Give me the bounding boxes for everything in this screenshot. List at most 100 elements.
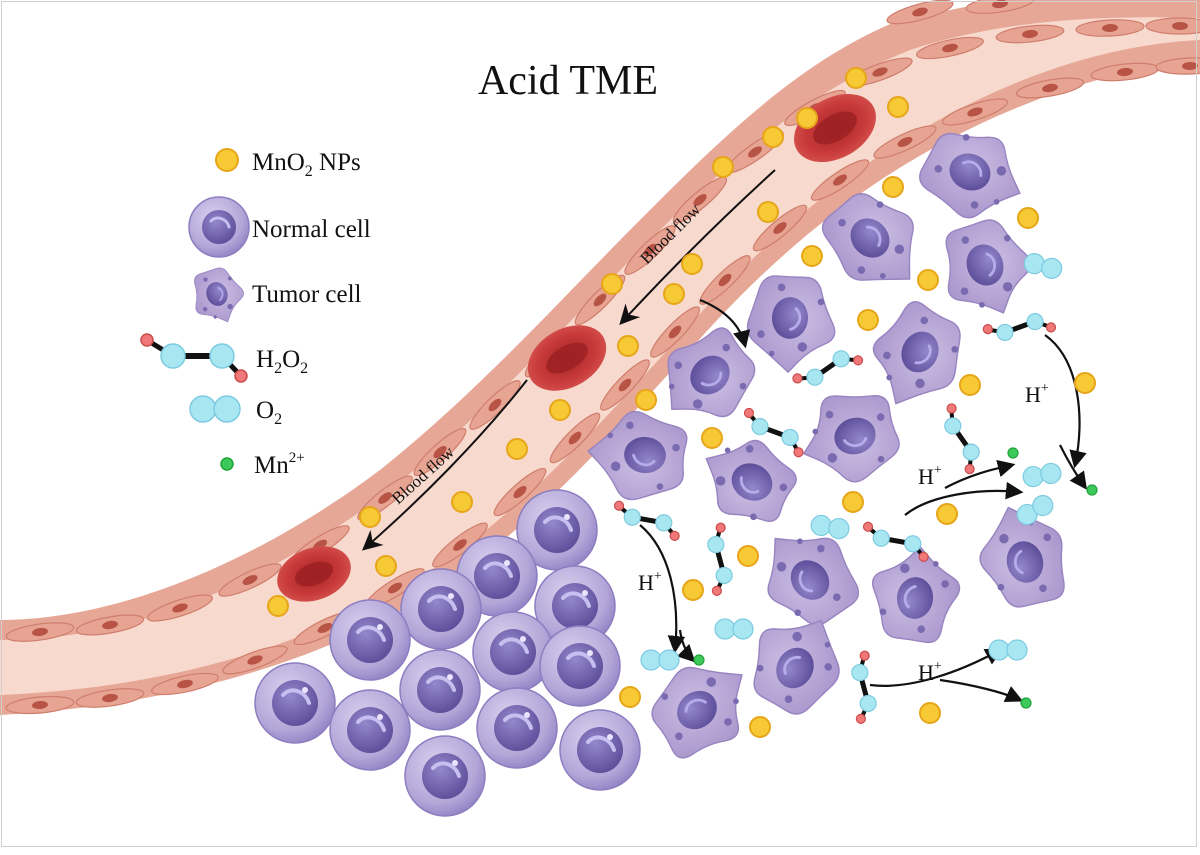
endothelial-cell [672,176,728,224]
reaction-arrows [639,298,1088,703]
reaction-arrow [1059,444,1088,490]
mno2-particle [801,245,823,267]
proton-label: H+ [918,659,942,685]
o2-molecule [640,649,680,671]
h2o2-molecule-icon [140,333,248,383]
mno2-particle-icon [215,148,239,172]
mno2-particle [919,702,941,724]
mno2-particle [845,67,867,89]
reaction-arrow [676,629,696,663]
proton-charge: + [654,569,662,584]
endothelial-cell [218,563,282,597]
mno2-particle [762,126,784,148]
o2-molecule [1016,494,1054,526]
endothelial-cell [75,614,145,636]
proton-symbol: H [918,464,934,489]
tumor-cell [753,619,840,715]
mno2-particle [882,176,904,198]
normal-cell [539,625,621,707]
legend-label-mn: Mn2+ [254,450,305,479]
h2o2-molecule [792,350,864,386]
tumor-cell [979,506,1065,608]
h2o2-molecule [862,521,929,562]
diagram-title: Acid TME [478,58,658,104]
proton-symbol: H [918,660,934,685]
normal-cell [559,709,641,791]
endothelial-cell [1155,57,1200,75]
legend-label-tumor: Tumor cell [252,281,362,308]
tumor-cell [587,410,688,501]
endothelial-cell [151,672,219,696]
o2-molecule [810,514,850,540]
h2o2-molecule [613,500,680,541]
mn-ion [1086,484,1098,496]
endothelial-cell [5,622,75,642]
endothelial-cell [222,645,288,675]
normal-cell [254,662,336,744]
tumor-cell [821,193,914,281]
endothelial-cell [1075,19,1145,37]
reaction-arrow [904,481,1024,516]
mno2-particle [1074,372,1096,394]
mno2-particle [842,491,864,513]
endothelial-cell [873,125,937,159]
endothelial-cell [549,412,601,464]
mno2-particle [712,156,734,178]
h2o2-molecule [982,312,1057,342]
reaction-arrow [944,459,1016,489]
reaction-arrow [699,298,751,349]
normal-cell-icon [188,196,250,258]
tumor-cell [945,219,1032,314]
mno2-particle [635,389,657,411]
endothelial-cell [146,594,214,622]
mno2-particle [857,309,879,331]
mn-ion [693,654,705,666]
endothelial-cell [493,467,547,517]
mno2-particle [359,506,381,528]
legend-item-mn: Mn2+ [220,450,305,479]
tumor-cell [919,132,1021,219]
o2-molecule-icon [189,395,241,423]
tumor-cell [767,537,860,626]
endothelial-cell [916,36,984,60]
proton-symbol: H [638,570,654,595]
proton-label: H+ [638,569,662,595]
h2o2-molecule [707,522,733,596]
molecules [613,253,1098,724]
blood-flow-arrow-upper [619,169,776,325]
endothelial-cell [624,225,676,275]
endothelial-cell [650,306,700,358]
mno2-particle [549,399,571,421]
mno2-particle [663,283,685,305]
tumor-cell-shape [194,267,244,323]
mno2-particles [267,67,1096,738]
endothelial-cell [413,427,467,477]
legend-item-mno2: MnO2 NPs [215,148,361,180]
reaction-arrow [1044,334,1087,469]
h2o2-molecule [944,403,980,475]
red-blood-cell [277,546,351,602]
mno2-particle [887,96,909,118]
legend-label-normal: Normal cell [252,216,371,243]
h2o2-molecule [851,650,877,724]
red-blood-cell [527,325,607,391]
mno2-particle [701,427,723,449]
tumor-cell-icon [194,267,244,323]
mno2-particle [737,545,759,567]
tumor-cell [872,301,961,405]
normal-cell-cluster [254,489,641,817]
proton-labels: H+H+H+H+ [638,381,1049,685]
tumor-cell [746,275,836,374]
legend-item-h2o2: H2O2 [140,333,308,383]
mno2-particle [619,686,641,708]
proton-charge: + [1041,381,1049,396]
endothelial-cell [469,380,521,430]
proton-symbol: H [1025,382,1041,407]
tumor-cell [667,327,756,418]
tumor-cell [872,545,961,644]
normal-cell [404,735,486,817]
mno2-particle [796,107,818,129]
endothelial-cell [810,159,870,201]
